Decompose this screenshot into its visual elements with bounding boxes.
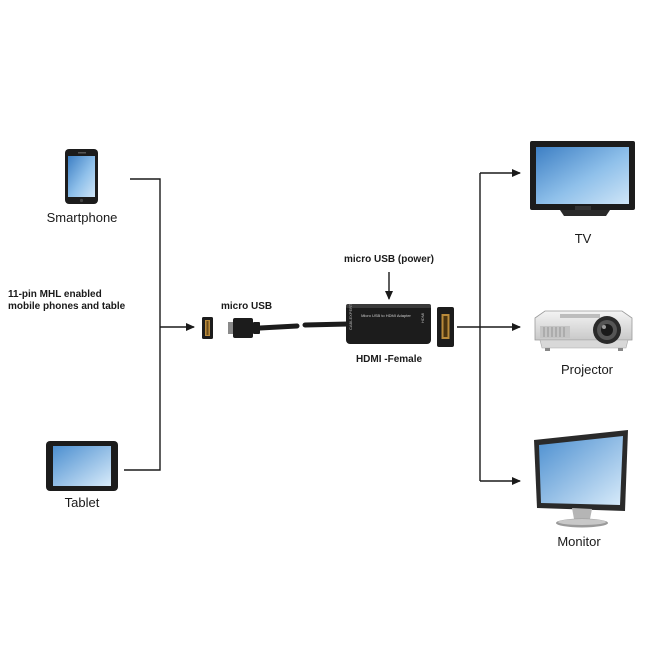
- smartphone-label: Smartphone: [47, 210, 118, 225]
- left-connector-lines: [124, 178, 195, 471]
- micro-usb-port-icon: [202, 317, 213, 339]
- micro-usb-label: micro USB: [221, 301, 272, 312]
- adapter-icon: Micro USB to HDMI Adapter CABLEXPERT HDM…: [346, 303, 431, 344]
- brand-text: CABLEXPERT: [348, 303, 353, 330]
- tablet-label: Tablet: [65, 495, 100, 510]
- tablet-icon: [46, 441, 118, 491]
- monitor-label: Monitor: [557, 534, 601, 549]
- adapter-text: Micro USB to HDMI Adapter: [361, 313, 411, 318]
- hdmi-port-text: HDMI: [420, 313, 425, 323]
- mhl-label-line2: mobile phones and table: [8, 301, 126, 312]
- projector-icon: [534, 310, 633, 351]
- micro-usb-power-label: micro USB (power): [344, 254, 434, 265]
- projector-label: Projector: [561, 362, 614, 377]
- mhl-label-line1: 11-pin MHL enabled: [8, 289, 102, 300]
- right-connector-lines: [385, 169, 521, 485]
- monitor-icon: [534, 430, 628, 528]
- micro-usb-connector-icon: [228, 318, 351, 338]
- tv-label: TV: [575, 231, 592, 246]
- tv-icon: [530, 141, 635, 216]
- hdmi-port-icon: [437, 307, 454, 347]
- hdmi-female-label: HDMI -Female: [356, 354, 423, 365]
- smartphone-icon: [65, 149, 98, 204]
